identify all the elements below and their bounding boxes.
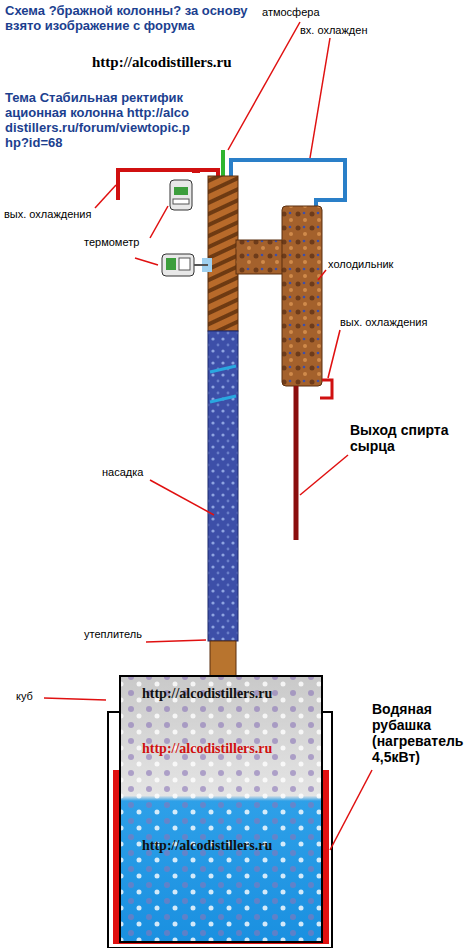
part-label: насадка — [102, 466, 143, 478]
part-label: утеплитель — [84, 628, 142, 640]
part-label: вых. охлаждения — [340, 316, 427, 328]
part-label: вых. охлаждения — [4, 208, 91, 220]
part-label: Выход спирта сырца — [350, 422, 465, 454]
part-label: куб — [16, 690, 33, 702]
watermark: http://alcodistillers.ru — [142, 838, 272, 854]
site-url: http://alcodistillers.ru — [92, 54, 232, 71]
part-label: холодильник — [328, 258, 393, 270]
watermark: http://alcodistillers.ru — [142, 741, 272, 757]
part-label: вх. охлажден — [300, 24, 367, 36]
part-label: Водяная рубашка (нагреватель 4,5кВт) — [372, 701, 470, 765]
topic-note: Тема Стабильная ректификационная колонна… — [5, 90, 190, 150]
watermark: http://alcodistillers.ru — [142, 686, 272, 702]
part-label: термометр — [84, 236, 139, 248]
part-label: атмосфера — [262, 6, 320, 18]
diagram-title: Схема ?бражной колонны? за основу взято … — [5, 3, 260, 33]
